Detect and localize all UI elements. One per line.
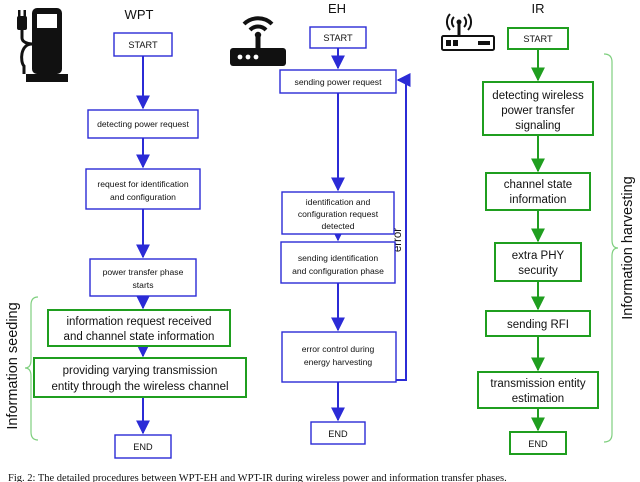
antenna-receiver-icon xyxy=(441,13,495,51)
ir-step-channel-state: channel state information xyxy=(485,172,591,211)
svg-text:detecting power request: detecting power request xyxy=(97,119,189,129)
wifi-router-icon xyxy=(230,16,286,66)
svg-text:starts: starts xyxy=(132,280,153,290)
information-harvesting-brace xyxy=(603,53,619,443)
svg-text:energy harvesting: energy harvesting xyxy=(304,357,373,367)
wpt-title: WPT xyxy=(125,7,154,22)
wpt-step-information-request: information request received and channel… xyxy=(47,309,231,347)
svg-text:power transfer phase: power transfer phase xyxy=(103,267,184,277)
svg-text:providing varying transmission: providing varying transmission xyxy=(63,365,218,377)
ir-column: START detecting wireless power transfer … xyxy=(477,27,599,455)
svg-text:entity through the wireless ch: entity through the wireless channel xyxy=(51,381,228,393)
svg-text:transmission entity: transmission entity xyxy=(490,378,585,390)
svg-text:signaling: signaling xyxy=(515,120,560,132)
svg-text:START: START xyxy=(128,40,158,50)
svg-text:detecting wireless: detecting wireless xyxy=(492,90,584,102)
information-seeding-brace xyxy=(24,296,39,441)
svg-text:sending identification: sending identification xyxy=(298,253,378,263)
information-seeding-label: Information seeding xyxy=(5,302,21,429)
ir-title: IR xyxy=(532,1,545,16)
ir-step-sending-rfi: sending RFI xyxy=(485,310,591,337)
svg-text:detected: detected xyxy=(322,221,355,231)
svg-text:and channel state information: and channel state information xyxy=(64,331,215,343)
figure-caption: Fig. 2: The detailed procedures between … xyxy=(8,473,507,482)
svg-text:sending power request: sending power request xyxy=(295,77,383,87)
eh-step-sending-power-request: sending power request xyxy=(279,69,397,94)
wpt-step-providing-transmission-entity: providing varying transmission entity th… xyxy=(33,357,247,398)
ir-end-node: END xyxy=(509,431,567,455)
svg-text:identification and: identification and xyxy=(306,197,371,207)
svg-text:request for identification: request for identification xyxy=(97,179,188,189)
svg-text:error control during: error control during xyxy=(302,344,375,354)
eh-step-error-control: error control during energy harvesting xyxy=(281,331,397,383)
ir-step-detecting-wireless: detecting wireless power transfer signal… xyxy=(482,81,594,136)
wpt-step-detecting-power-request: detecting power request xyxy=(87,109,199,139)
eh-end-node: END xyxy=(310,421,366,445)
eh-column: error START sending power request identi… xyxy=(279,26,411,445)
ir-start-node: START xyxy=(507,27,569,50)
svg-text:START: START xyxy=(523,34,553,44)
svg-text:security: security xyxy=(518,265,558,277)
svg-text:power transfer: power transfer xyxy=(501,105,575,117)
svg-text:START: START xyxy=(323,33,353,43)
svg-text:configuration request: configuration request xyxy=(298,209,379,219)
svg-text:END: END xyxy=(528,439,548,449)
svg-text:sending RFI: sending RFI xyxy=(507,319,569,331)
eh-title: EH xyxy=(328,1,346,16)
svg-text:and configuration: and configuration xyxy=(110,192,176,202)
svg-text:estimation: estimation xyxy=(512,393,564,405)
svg-text:extra PHY: extra PHY xyxy=(512,250,565,262)
wpt-step-power-transfer-phase: power transfer phase starts xyxy=(89,258,197,297)
wpt-start-node: START xyxy=(113,32,173,57)
wpt-step-request-identification: request for identification and configura… xyxy=(85,168,201,210)
svg-text:information request received: information request received xyxy=(66,316,211,328)
eh-start-node: START xyxy=(309,26,367,49)
svg-text:and configuration phase: and configuration phase xyxy=(292,266,384,276)
charging-station-icon xyxy=(17,8,68,82)
ir-step-extra-phy-security: extra PHY security xyxy=(494,242,582,282)
svg-text:END: END xyxy=(328,429,348,439)
svg-text:END: END xyxy=(133,442,153,452)
information-harvesting-label: Information harvesting xyxy=(620,176,636,319)
eh-step-identification-detected: identification and configuration request… xyxy=(281,191,395,235)
ir-step-transmission-estimation: transmission entity estimation xyxy=(477,371,599,409)
wpt-end-node: END xyxy=(114,434,172,459)
wpt-column: START detecting power request request fo… xyxy=(33,32,247,459)
svg-text:channel state: channel state xyxy=(504,179,572,191)
svg-text:information: information xyxy=(510,194,567,206)
eh-step-sending-identification: sending identification and configuration… xyxy=(280,241,396,284)
